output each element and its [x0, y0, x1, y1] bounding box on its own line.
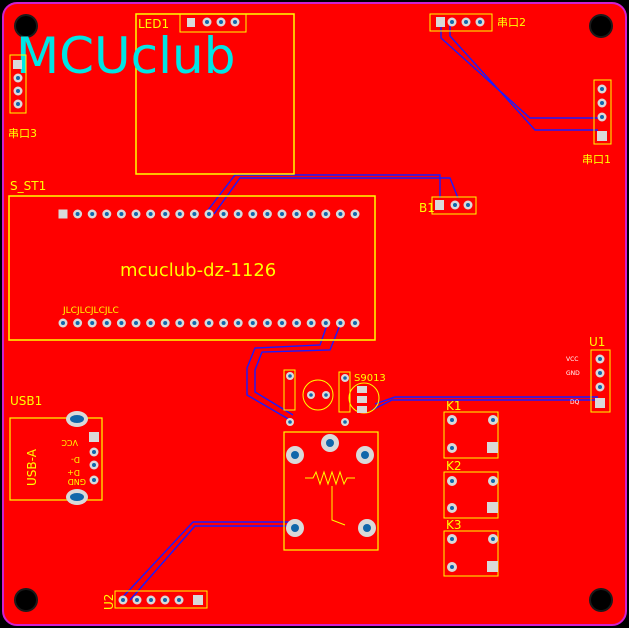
u2-header: U2: [102, 590, 208, 610]
u1-vcc-label: VCC: [566, 356, 578, 363]
mcuclub-logo: MCUclub: [16, 27, 235, 85]
pin-hole: [250, 212, 255, 216]
pin-hole: [309, 321, 314, 325]
pin-hole: [148, 212, 153, 216]
pot-block: [283, 431, 379, 551]
pin-hole: [75, 212, 80, 216]
key-k2: K2: [443, 459, 499, 519]
pin-hole: [90, 212, 95, 216]
usb1-connector: USB1 USB-A VCC D- D+ GND: [9, 394, 103, 505]
pin-hole: [221, 212, 226, 216]
uart1-header: 串口1: [582, 79, 612, 166]
pin-hole: [280, 321, 284, 325]
pin-hole: [265, 321, 270, 325]
st1-label: S_ST1: [10, 179, 46, 193]
pin-hole: [192, 321, 197, 325]
pin-hole: [294, 212, 299, 216]
usb-vcc-label: VCC: [61, 438, 78, 447]
pin-hole: [236, 321, 241, 325]
pin-hole: [323, 321, 328, 325]
st1-module: S_ST1 mcuclub-dz-1126 JLCJLCJLCJLC: [8, 179, 376, 341]
pin-hole: [294, 321, 299, 325]
pin-hole: [280, 212, 284, 216]
pin-hole: [163, 212, 168, 216]
u1-dq-label: DQ: [570, 399, 580, 406]
key-k1: K1: [443, 399, 499, 459]
uart3-header: 串口3: [8, 54, 37, 140]
pin-hole: [338, 212, 343, 216]
pcb-traces: [119, 25, 598, 601]
pin-hole: [192, 212, 197, 216]
st1-top-pins: [58, 209, 360, 219]
pin-hole: [163, 321, 168, 325]
pin-hole: [236, 212, 241, 216]
u1-header: U1 VCC GND DQ: [566, 335, 611, 413]
led1-label: LED1: [138, 17, 169, 31]
uart1-label: 串口1: [582, 153, 611, 166]
pin-hole: [177, 212, 182, 216]
driver-components: S9013: [283, 369, 386, 426]
k3-label: K3: [446, 518, 462, 532]
k1-label: K1: [446, 399, 462, 413]
pin-hole: [207, 212, 211, 216]
uart2-label: 串口2: [497, 16, 526, 29]
pin-hole: [104, 212, 109, 216]
pin-hole: [134, 212, 138, 216]
project-label: mcuclub-dz-1126: [120, 260, 276, 281]
pin-hole: [134, 321, 138, 325]
pin-hole: [338, 321, 343, 325]
pin-hole: [353, 212, 357, 216]
u1-gnd-label: GND: [566, 370, 580, 377]
pin-hole: [177, 321, 182, 325]
led1-footprint: LED1: [135, 13, 295, 175]
usb-dminus-label: D-: [71, 455, 80, 464]
pin-hole: [119, 321, 124, 325]
u1-label: U1: [589, 335, 605, 349]
pin-hole: [148, 321, 153, 325]
u2-label: U2: [102, 594, 116, 610]
pin-hole: [265, 212, 270, 216]
usb1-label: USB1: [10, 394, 42, 408]
usb-gnd-label: GND: [68, 477, 86, 486]
s9013-label: S9013: [354, 373, 386, 384]
pin-hole: [119, 212, 124, 216]
pin-hole: [309, 212, 314, 216]
pin-hole: [323, 212, 328, 216]
pin-hole: [250, 321, 255, 325]
mounting-holes: [14, 14, 613, 612]
jlc-label: JLCJLCJLCJLC: [62, 306, 119, 316]
key-k3: K3: [443, 518, 499, 577]
pin-hole: [90, 321, 95, 325]
uart3-label: 串口3: [8, 127, 37, 140]
pin-hole: [221, 321, 226, 325]
pin-hole: [353, 321, 357, 325]
pin-hole: [207, 321, 211, 325]
pin-hole: [61, 321, 65, 325]
pin-hole: [75, 321, 80, 325]
header-pin: [58, 209, 68, 219]
uart2-header: 串口2: [429, 13, 526, 32]
st1-bottom-pins: [58, 318, 360, 328]
usb-dplus-label: D+: [67, 468, 80, 477]
usb-a-label: USB-A: [25, 448, 39, 486]
b1-header: B1: [419, 196, 477, 215]
b1-label: B1: [419, 201, 435, 215]
pin-hole: [104, 321, 109, 325]
k2-label: K2: [446, 459, 462, 473]
